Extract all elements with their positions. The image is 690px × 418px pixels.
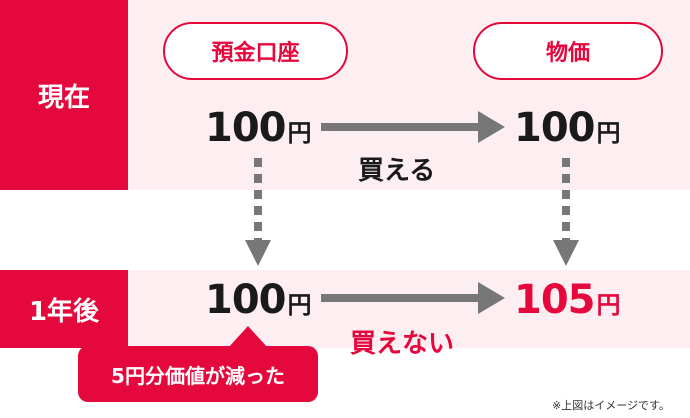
later-deposit-value: 100 [205, 277, 286, 323]
deposit-account-header: 預金口座 [163, 22, 348, 80]
later-goods-value: 105 [514, 277, 595, 323]
current-row-label: 現在 [0, 0, 128, 190]
prices-down-arrow [553, 158, 579, 266]
current-deposit-value: 100 [205, 105, 286, 151]
current-deposit-amount: 100円 [205, 108, 312, 148]
value-decreased-callout: 5円分価値が減った [78, 346, 318, 402]
prices-header: 物価 [473, 22, 663, 80]
can-buy-caption: 買える [358, 156, 436, 186]
later-goods-unit: 円 [596, 291, 621, 319]
current-goods-value: 100 [514, 105, 595, 151]
current-deposit-unit: 円 [287, 119, 312, 147]
later-row-background [128, 270, 690, 348]
current-goods-price: 100円 [514, 108, 621, 148]
one-year-later-row-label: 1年後 [0, 270, 128, 348]
later-buy-arrow [321, 282, 505, 314]
later-deposit-amount: 100円 [205, 280, 312, 320]
cannot-buy-caption: 買えない [350, 329, 455, 359]
later-deposit-unit: 円 [287, 291, 312, 319]
deposit-down-arrow [245, 158, 271, 266]
current-buy-arrow [321, 111, 505, 143]
callout-pointer [228, 326, 268, 348]
image-disclaimer: ※上図はイメージです。 [552, 399, 670, 412]
later-goods-price: 105円 [514, 280, 621, 320]
current-goods-unit: 円 [596, 119, 621, 147]
